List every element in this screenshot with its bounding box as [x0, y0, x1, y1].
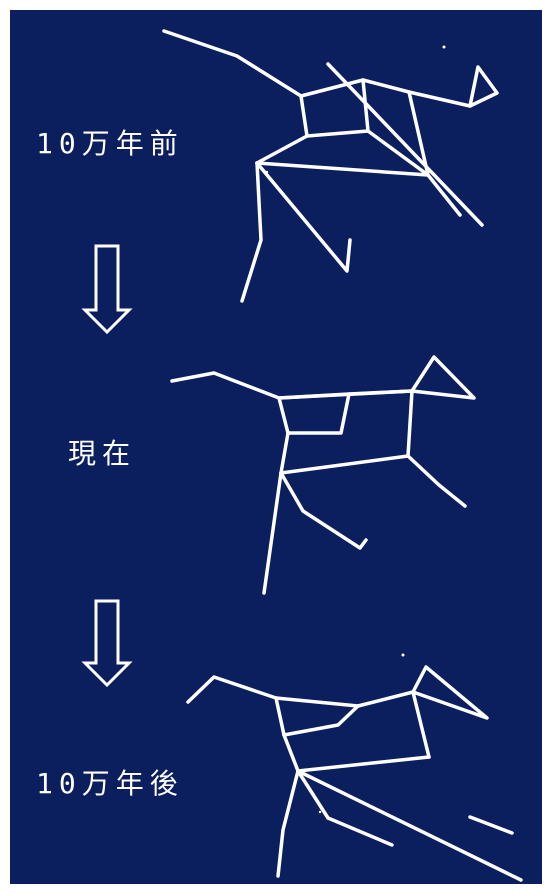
label-future: 10万年後 [36, 767, 184, 800]
down-arrow-icon-1 [81, 244, 133, 335]
constellation-past [162, 29, 499, 303]
down-arrow-icon-2 [81, 599, 133, 688]
constellation-future [186, 653, 523, 882]
diagram-panel [10, 10, 542, 884]
label-past: 10万年前 [36, 127, 184, 160]
label-present: 現在 [68, 437, 137, 470]
constellation-present [170, 355, 476, 595]
